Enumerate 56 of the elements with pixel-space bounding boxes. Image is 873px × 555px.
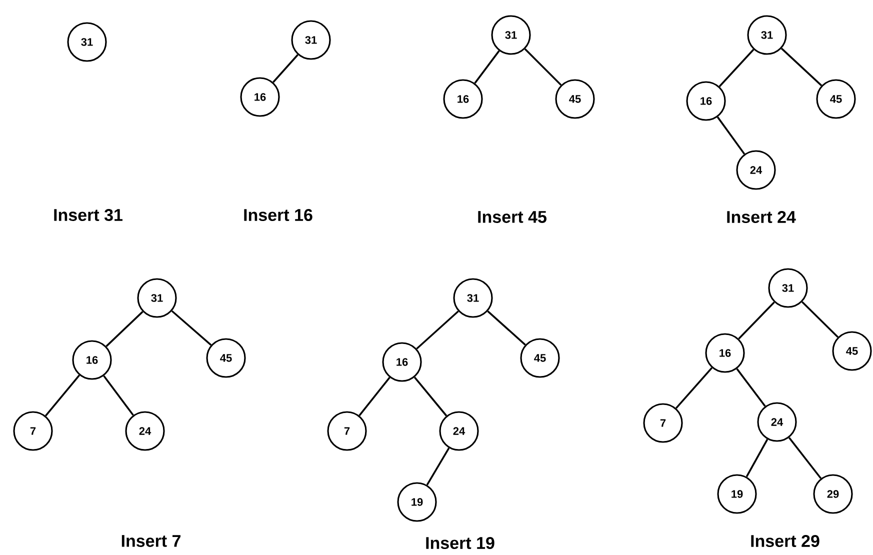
tree-node: 16 [72,340,112,380]
tree-edge [801,301,839,338]
tree-node: 31 [491,15,531,55]
tree-edge [358,376,390,416]
tree-node: 16 [443,79,483,119]
tree-node: 31 [768,268,808,308]
tree-node: 45 [206,338,246,378]
tree-node: 31 [137,278,177,318]
tree-node: 31 [453,278,493,318]
tree-node: 16 [382,342,422,382]
tree-edge [780,48,822,86]
tree-node: 24 [757,402,797,442]
caption: Insert 24 [727,210,796,224]
tree-node: 29 [813,474,853,514]
tree-node: 31 [747,15,787,55]
tree-edge [524,48,562,86]
tree-edge [426,448,450,486]
tree-edge [788,437,822,479]
tree-node: 19 [397,482,437,522]
caption: Insert 16 [244,208,312,222]
tree-edge [414,376,448,416]
tree-edge [675,367,713,409]
tree-node: 45 [555,79,595,119]
tree-edge [746,438,768,478]
tree-edge [272,54,298,83]
tree-node: 16 [240,77,280,117]
tree-edge [171,310,212,346]
caption: Insert 7 [122,535,180,547]
tree-node: 45 [832,331,872,371]
tree-node: 24 [125,411,165,451]
caption: Insert 31 [54,208,122,222]
tree-node: 45 [816,79,856,119]
tree-edge [738,302,775,340]
caption: Insert 19 [426,536,494,550]
tree-edge [736,368,766,407]
tree-edge [44,374,80,416]
tree-edge [106,311,144,347]
tree-edge [487,310,526,346]
tree-edge [474,50,500,84]
tree-node: 7 [327,411,367,451]
tree-node: 31 [67,22,107,62]
tree-node: 7 [643,403,683,443]
tree-node: 24 [736,150,776,190]
caption: Insert 45 [478,211,546,223]
tree-node: 45 [520,338,560,378]
tree-edge [103,375,134,416]
tree-edge [718,48,754,88]
tree-node: 16 [686,81,726,121]
tree-node: 16 [705,333,745,373]
tree-node: 31 [291,20,331,60]
caption: Insert 29 [751,534,820,548]
tree-edge [716,116,746,154]
tree-node: 19 [717,474,757,514]
tree-edge [416,310,459,350]
tree-node: 24 [439,411,479,451]
tree-node: 7 [13,411,53,451]
